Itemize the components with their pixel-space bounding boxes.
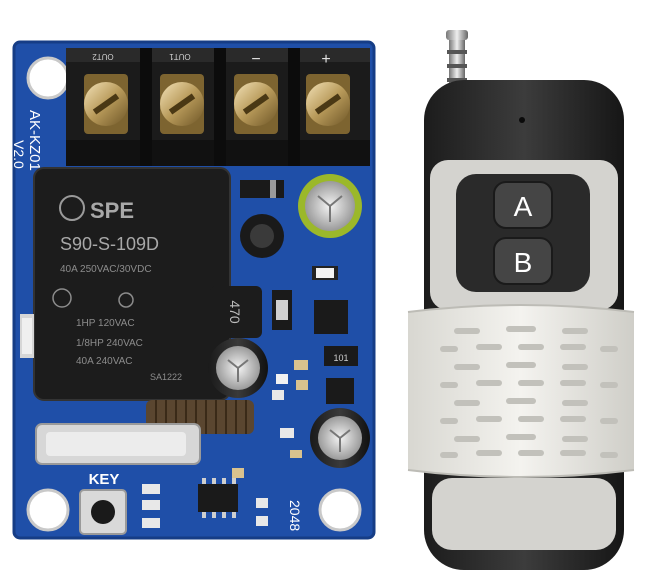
relay-code: SA1222 <box>150 372 182 382</box>
capacitor-icon <box>298 174 362 238</box>
mounting-hole <box>318 488 362 532</box>
button-b[interactable]: B <box>493 237 553 285</box>
key-button[interactable] <box>79 489 127 535</box>
remote-control: A B <box>407 30 635 570</box>
board-model-label: AK-KZ01 <box>26 110 43 171</box>
screw-terminal-icon <box>84 74 128 134</box>
inductor: 470 <box>210 286 262 338</box>
ic-chip <box>198 484 238 512</box>
button-a[interactable]: A <box>493 181 553 229</box>
ic-chip <box>324 346 358 366</box>
terminal-label-plus: + <box>321 51 330 68</box>
board-version-label: V2.0 <box>11 140 27 169</box>
button-b-label: B <box>514 247 533 278</box>
date-code: 2048 <box>287 500 303 531</box>
relay-spec-2: 1/8HP 240VAC <box>76 338 143 349</box>
capacitor-icon <box>310 408 370 468</box>
terminal-label-out2: OUT2 <box>92 52 114 61</box>
relay: SPE S90-S-109D 40A 250VAC/30VDC 1HP 120V… <box>33 167 231 401</box>
mounting-hole <box>26 56 70 100</box>
diode <box>240 180 284 198</box>
relay-spec-1: 1HP 120VAC <box>76 318 135 329</box>
screw-terminal-icon <box>306 74 350 134</box>
relay-brand: SPE <box>90 198 134 223</box>
mounting-hole <box>26 488 70 532</box>
relay-spec-3: 40A 240VAC <box>76 356 133 367</box>
screw-terminal-icon <box>160 74 204 134</box>
relay-model: S90-S-109D <box>60 234 159 254</box>
key-label: KEY <box>89 471 120 488</box>
button-a-label: A <box>514 191 533 222</box>
relay-rating: 40A 250VAC/30VDC <box>60 264 152 275</box>
screw-terminal-icon <box>234 74 278 134</box>
screw-terminal-block: OUT2 OUT1 − + <box>66 48 370 166</box>
capacitor-icon <box>208 338 268 398</box>
inductor-label: 470 <box>227 300 243 324</box>
ic-chip <box>314 300 348 334</box>
chip-label: 101 <box>333 353 348 363</box>
relay-board: AK-KZ01 V2.0 OUT2 OUT1 − + <box>11 40 376 540</box>
terminal-label-minus: − <box>251 51 260 68</box>
terminal-label-out1: OUT1 <box>169 52 191 61</box>
